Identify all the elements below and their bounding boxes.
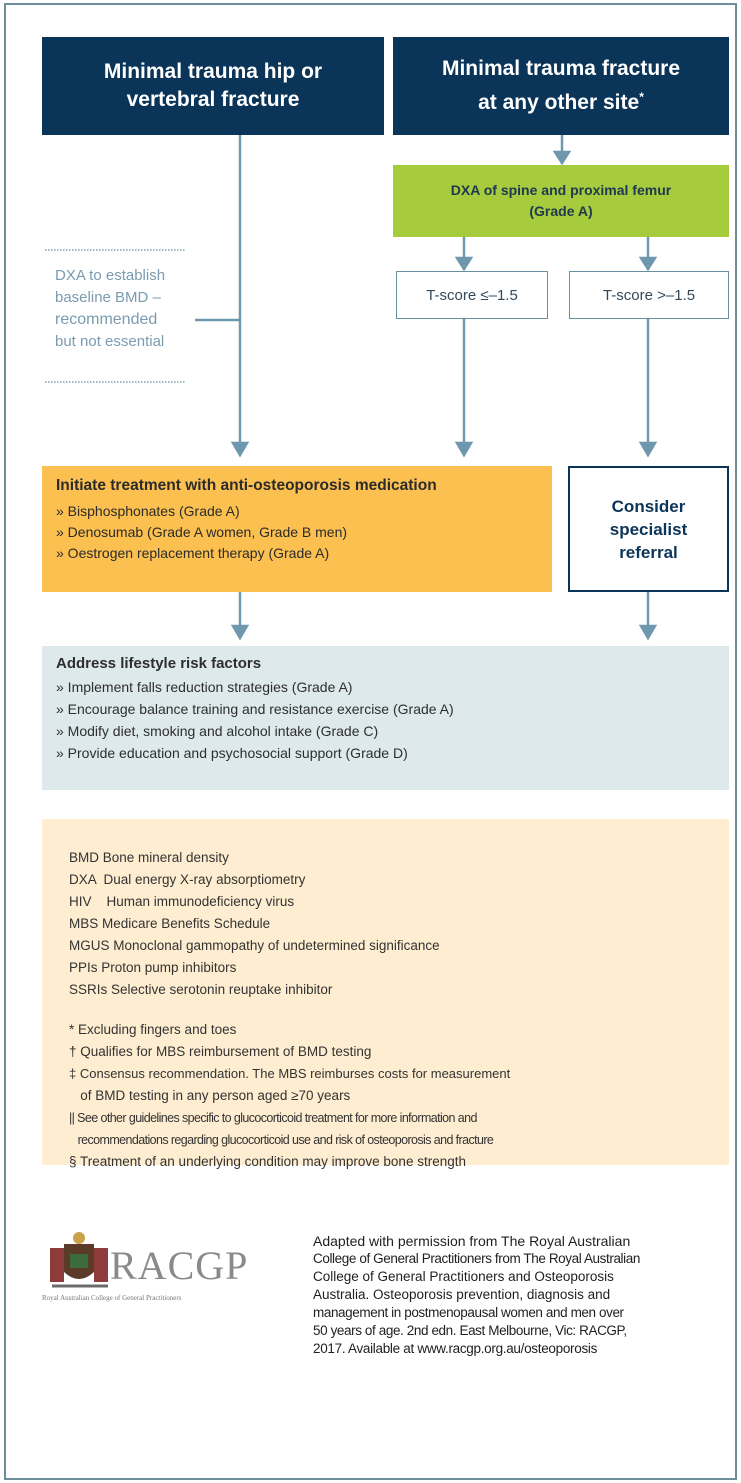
other-site-line1: Minimal trauma fracture [441, 57, 681, 80]
arrow-to-dxa [552, 150, 572, 166]
treatment-item: » Denosumab (Grade A women, Grade B men) [56, 524, 348, 540]
credit-line: 2017. Available at www.racgp.org.au/oste… [313, 1341, 598, 1356]
abbreviation-item: MBS Medicare Benefits Schedule [69, 916, 271, 931]
credit-line: management in postmenopausal women and m… [313, 1305, 624, 1320]
dxa-box-line2: (Grade A) [529, 203, 593, 219]
abbreviations-legend: BMD Bone mineral density DXA Dual energy… [42, 819, 729, 1169]
lifestyle-item: » Implement falls reduction strategies (… [56, 679, 353, 695]
other-site-fracture-box: Minimal trauma fracture at any other sit… [393, 37, 729, 135]
footnote-item: recommendations regarding glucocorticoid… [69, 1133, 494, 1147]
dxa-box-line1: DXA of spine and proximal femur [450, 182, 672, 198]
lifestyle-item: » Modify diet, smoking and alcohol intak… [56, 723, 379, 739]
arrow-low-to-treatment [454, 441, 474, 458]
referral-line: specialist [609, 519, 688, 539]
lifestyle-item: » Encourage balance training and resista… [56, 701, 454, 717]
racgp-logo-text: RACGP [110, 1243, 249, 1288]
hip-vertebral-fracture-box: Minimal trauma hip or vertebral fracture [42, 37, 384, 135]
other-site-footnote-mark: * [639, 90, 644, 104]
tscore-low-box: T-score ≤–1.5 [396, 271, 548, 319]
lifestyle-box: Address lifestyle risk factors » Impleme… [42, 646, 729, 790]
footnote-item: of BMD testing in any person aged ≥70 ye… [69, 1088, 351, 1103]
dxa-note-line: recommended [55, 311, 158, 328]
racgp-logo-subtitle: Royal Australian College of General Prac… [42, 1294, 182, 1302]
abbreviation-item: SSRIs Selective serotonin reuptake inhib… [69, 982, 333, 997]
specialist-referral-box: Consider specialist referral [568, 466, 729, 592]
dxa-note-line: baseline BMD – [55, 289, 161, 306]
hip-fracture-line2: vertebral fracture [126, 88, 300, 111]
arrow-high-to-referral [638, 441, 658, 458]
dxa-note-line: DXA to establish [55, 267, 166, 284]
abbreviation-item: PPIs Proton pump inhibitors [69, 960, 237, 975]
abbreviation-item: BMD Bone mineral density [69, 850, 229, 865]
figure-frame [4, 3, 737, 1480]
abbreviation-item: DXA Dual energy X-ray absorptiometry [69, 872, 306, 887]
tscore-high-box: T-score >–1.5 [569, 271, 729, 319]
arrow-to-tscore-high [638, 256, 658, 272]
treatment-heading: Initiate treatment with anti-osteoporosi… [56, 477, 437, 494]
referral-line: referral [619, 542, 678, 562]
credit-line: Australia. Osteoporosis prevention, diag… [313, 1287, 611, 1302]
lifestyle-heading: Address lifestyle risk factors [56, 655, 262, 672]
credit-line: College of General Practitioners from Th… [313, 1251, 640, 1266]
arrow-referral-to-lifestyle [638, 624, 658, 641]
treatment-item: » Oestrogen replacement therapy (Grade A… [56, 545, 330, 561]
dxa-baseline-note: DXA to establish baseline BMD – recommen… [55, 265, 195, 353]
arrow-treatment-to-lifestyle [230, 624, 250, 641]
footnote-item: ‡ Consensus recommendation. The MBS reim… [69, 1066, 511, 1081]
other-site-line2: at any other site [478, 91, 640, 114]
abbreviation-item: MGUS Monoclonal gammopathy of undetermin… [69, 938, 440, 953]
hip-fracture-line1: Minimal trauma hip or [103, 60, 323, 83]
credit-line: College of General Practitioners and Ost… [313, 1269, 614, 1284]
racgp-crest-icon [50, 1232, 108, 1288]
dxa-spine-femur-box: DXA of spine and proximal femur (Grade A… [393, 165, 729, 237]
arrow-to-tscore-low [454, 256, 474, 272]
arrow-left-to-treatment [230, 441, 250, 458]
credit-line: 50 years of age. 2nd edn. East Melbourne… [313, 1323, 627, 1338]
treatment-box: Initiate treatment with anti-osteoporosi… [42, 466, 552, 592]
footnote-item: || See other guidelines specific to gluc… [69, 1111, 477, 1125]
credit-line: Adapted with permission from The Royal A… [313, 1233, 631, 1249]
referral-line: Consider [611, 496, 686, 516]
lifestyle-item: » Provide education and psychosocial sup… [56, 745, 408, 761]
racgp-logo: RACGP Royal Australian College of Genera… [42, 1228, 282, 1308]
treatment-item: » Bisphosphonates (Grade A) [56, 503, 240, 519]
footnote-item: * Excluding fingers and toes [69, 1022, 237, 1037]
adaptation-credit: Adapted with permission from The Royal A… [313, 1232, 733, 1358]
dxa-note-line: but not essential [55, 333, 165, 350]
abbreviation-item: HIV Human immunodeficiency virus [69, 894, 295, 909]
footnote-item: § Treatment of an underlying condition m… [69, 1154, 466, 1169]
footnote-item: † Qualifies for MBS reimbursement of BMD… [69, 1044, 372, 1059]
